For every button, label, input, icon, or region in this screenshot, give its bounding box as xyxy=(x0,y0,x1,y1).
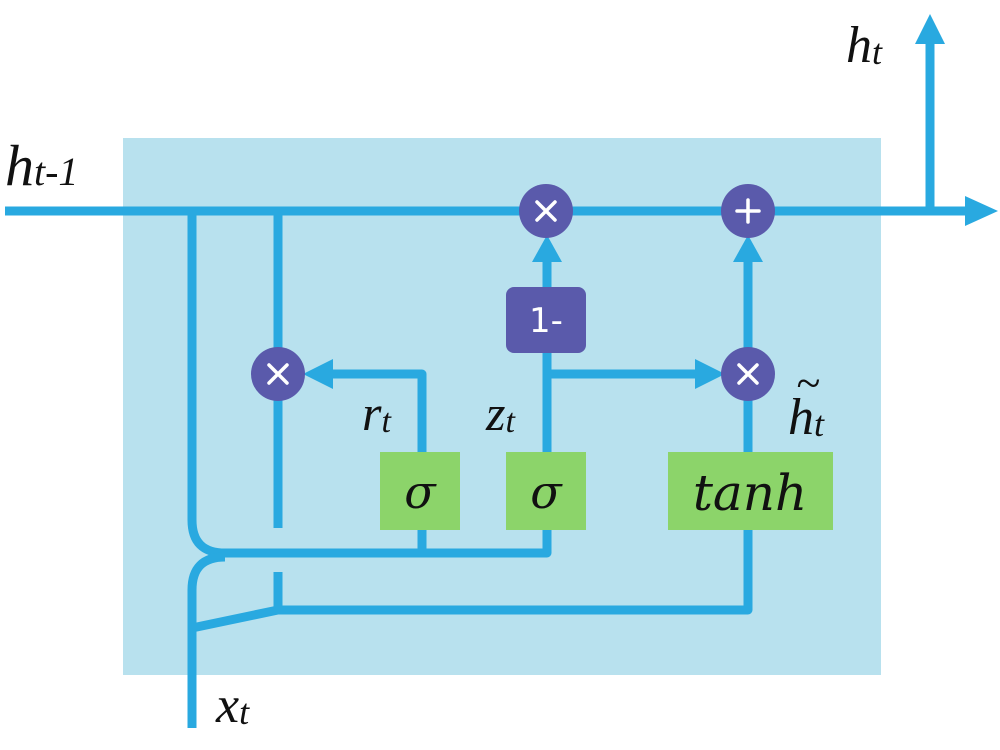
label-z-gate: zt xyxy=(485,385,516,441)
multiply-icon xyxy=(721,347,775,401)
label-x-in: xt xyxy=(215,677,250,734)
reset-gate-label: σ xyxy=(404,465,437,519)
label-h-candidate: ht xyxy=(788,389,825,446)
update-gate-box: σ xyxy=(506,452,586,530)
label-h-prev: ht-1 xyxy=(5,133,78,198)
one-minus-arrowhead xyxy=(532,235,562,262)
one-minus-box: 1- xyxy=(506,287,586,353)
plus-arrowhead xyxy=(733,235,763,262)
xt-input-line xyxy=(187,552,226,728)
multiply-icon xyxy=(519,184,573,238)
update-gate-label: σ xyxy=(530,465,563,519)
reset-gate-output-line xyxy=(330,369,427,455)
multiply-icon xyxy=(251,347,305,401)
one-minus-label: 1- xyxy=(529,301,563,341)
update-arrowhead xyxy=(695,359,725,389)
output-arrowhead-right xyxy=(965,196,998,226)
xt-to-candidate-line xyxy=(191,528,753,633)
reset-gate-box: σ xyxy=(380,452,460,530)
plus-icon xyxy=(721,184,775,238)
reset-arrowhead xyxy=(303,359,333,389)
label-h-candidate-accent: ~ xyxy=(796,359,820,408)
label-r-gate: rt xyxy=(362,385,392,441)
candidate-gate-box: tanh xyxy=(668,452,833,530)
candidate-gate-label: tanh xyxy=(693,464,807,522)
label-h-out: ht xyxy=(846,17,883,74)
output-arrowhead-up xyxy=(915,14,945,44)
